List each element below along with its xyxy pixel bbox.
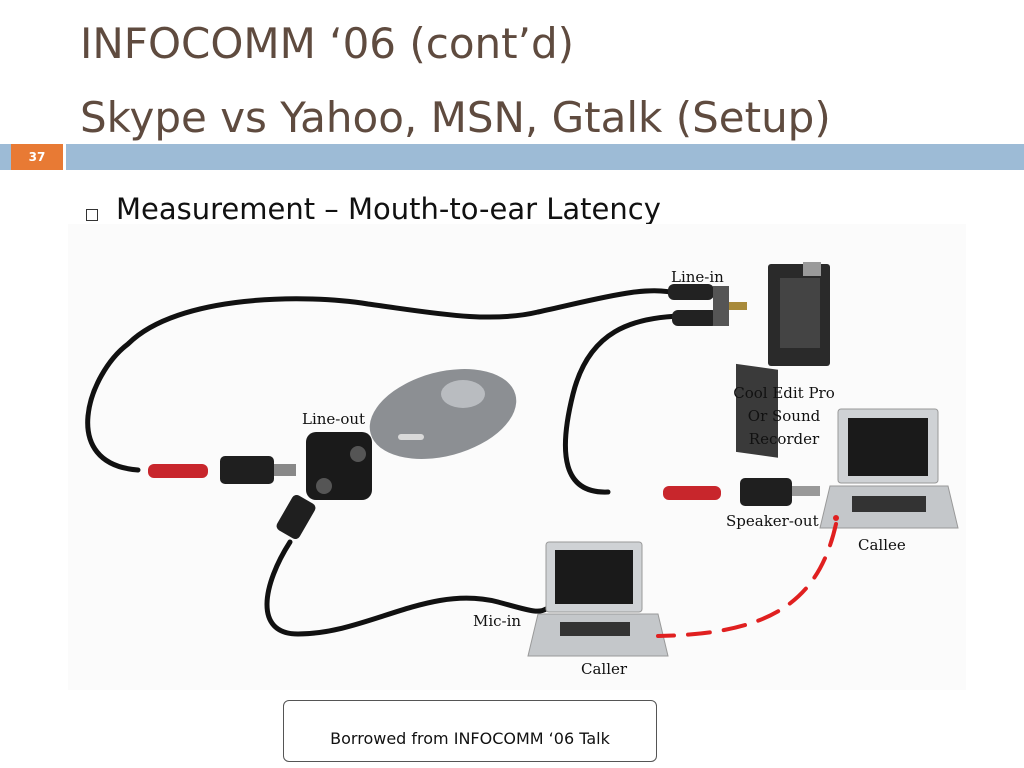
callee-laptop-icon [819, 408, 959, 529]
audio-splitter-adapter [276, 432, 372, 539]
slide-number: 37 [11, 144, 63, 170]
rca-plug-left [148, 456, 296, 484]
cable-line-in-loop [85, 288, 681, 473]
acoustic-path-dashed [656, 522, 838, 638]
bullet-square-icon [86, 209, 98, 221]
desktop-computer-icon [736, 262, 830, 458]
label-software-line-2: Or Sound [748, 407, 821, 425]
rca-plug-speaker-out [663, 478, 820, 506]
y-adapter-line-in [668, 284, 747, 326]
label-callee: Callee [858, 536, 906, 554]
source-note-text: Borrowed from INFOCOMM ‘06 Talk [330, 729, 610, 748]
cd-player-icon [369, 369, 517, 459]
cable-mic-in [264, 539, 549, 637]
label-line-out: Line-out [302, 410, 365, 428]
slide-title-line-1: INFOCOMM ‘06 (cont’d) [80, 19, 575, 68]
setup-diagram: Line-in Line-out Cool Edit Pro Or Sound … [68, 224, 966, 690]
label-software-line-1: Cool Edit Pro [733, 384, 835, 402]
bullet-text: Measurement – Mouth-to-ear Latency [116, 192, 661, 226]
label-software-line-3: Recorder [749, 430, 820, 448]
source-note-box: Borrowed from INFOCOMM ‘06 Talk [283, 700, 657, 762]
header-bar [66, 144, 1024, 170]
label-mic-in: Mic-in [473, 612, 521, 630]
header-bar-left [0, 144, 11, 170]
cable-line-in-to-speaker [562, 313, 701, 495]
label-caller: Caller [581, 660, 628, 678]
label-speaker-out: Speaker-out [726, 512, 819, 530]
caller-laptop-icon [527, 541, 669, 657]
slide-title-line-2: Skype vs Yahoo, MSN, Gtalk (Setup) [80, 93, 831, 142]
label-line-in: Line-in [671, 268, 724, 286]
